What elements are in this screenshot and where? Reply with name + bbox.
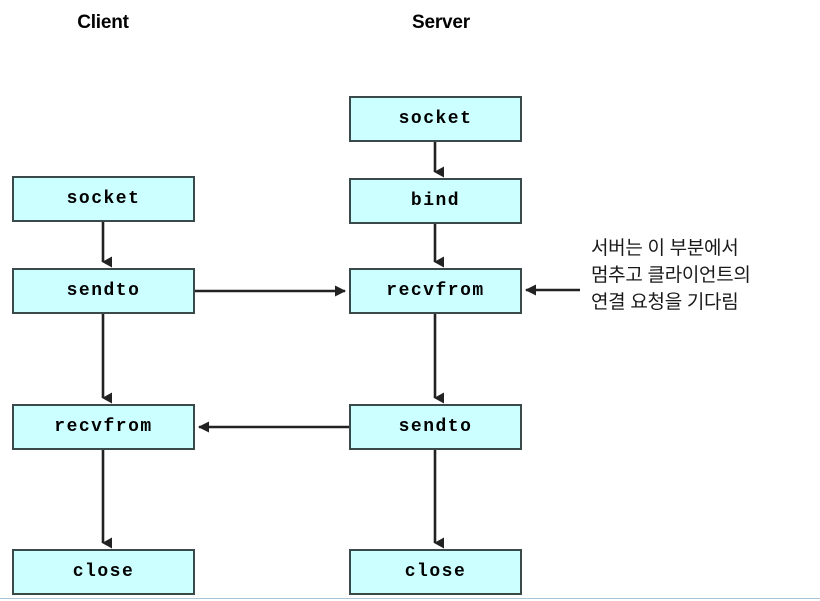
- node-client-recvfrom[interactable]: recvfrom: [12, 404, 195, 450]
- node-client-sendto[interactable]: sendto: [12, 268, 195, 314]
- node-label: sendto: [398, 417, 473, 437]
- footer-divider: [0, 598, 820, 599]
- node-server-recvfrom[interactable]: recvfrom: [349, 268, 522, 314]
- node-server-bind[interactable]: bind: [349, 178, 522, 224]
- node-server-sendto[interactable]: sendto: [349, 404, 522, 450]
- node-label: recvfrom: [54, 417, 153, 437]
- node-client-close[interactable]: close: [12, 549, 195, 595]
- annotation-line-3: 연결 요청을 기다림: [591, 292, 739, 313]
- column-title-client: Client: [77, 12, 129, 33]
- annotation-server-blocks: 서버는 이 부분에서 멈추고 클라이언트의 연결 요청을 기다림: [591, 235, 751, 316]
- node-label: socket: [66, 189, 141, 209]
- node-server-close[interactable]: close: [349, 549, 522, 595]
- node-label: close: [404, 562, 467, 582]
- annotation-line-1: 서버는 이 부분에서: [591, 238, 739, 259]
- node-label: bind: [410, 191, 461, 211]
- node-server-socket[interactable]: socket: [349, 96, 522, 142]
- node-label: recvfrom: [386, 281, 485, 301]
- annotation-line-2: 멈추고 클라이언트의: [591, 265, 751, 286]
- node-label: close: [72, 562, 135, 582]
- column-title-server: Server: [412, 12, 470, 33]
- node-client-socket[interactable]: socket: [12, 176, 195, 222]
- node-label: socket: [398, 109, 473, 129]
- node-label: sendto: [66, 281, 141, 301]
